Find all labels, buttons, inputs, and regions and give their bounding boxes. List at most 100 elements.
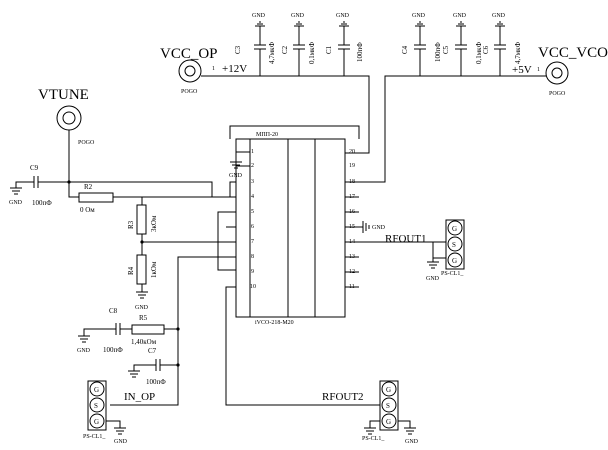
plus5v-rail <box>345 75 546 183</box>
vcc-vco-pin-number: 1 <box>537 67 540 73</box>
pin1-2-gnd: GND <box>229 173 243 179</box>
rfout2-gnd: GND <box>405 439 419 445</box>
pin-left-4: 4 <box>251 194 254 200</box>
plus5v-label: +5V <box>512 64 532 76</box>
r2-resistor <box>78 192 114 203</box>
pin-left-1: 1 <box>251 149 254 155</box>
in-op-g-top: G <box>94 386 99 394</box>
plus12v-label: +12V <box>222 63 247 75</box>
pin-left-8: 8 <box>251 254 254 260</box>
in-op-s: S <box>94 402 98 410</box>
c9-gnd: GND <box>9 200 23 206</box>
rfout2-g-bottom: G <box>386 418 391 426</box>
c9-value: 100пФ <box>32 199 52 207</box>
vcc-op-label: VCC_OP <box>160 46 218 62</box>
rfout2-label: RFOUT2 <box>322 391 364 403</box>
c1-capacitor <box>338 26 350 76</box>
pin1-2-gnd-symbol <box>230 161 242 169</box>
c3-value: 4,7мкФ <box>268 41 276 64</box>
pin-left-10: 10 <box>250 284 256 290</box>
in-op-gnd: GND <box>114 439 128 445</box>
pin-right-20: 20 <box>349 149 355 155</box>
c6-ref: C6 <box>482 45 490 54</box>
c7-value: 100пФ <box>146 378 166 386</box>
c9-capacitor <box>15 176 69 188</box>
c1-value: 100пФ <box>356 42 364 62</box>
pin-left-6: 6 <box>251 224 254 230</box>
rfout1-gnd: GND <box>426 276 440 282</box>
vtune-wire <box>68 130 79 198</box>
pin-left-7: 7 <box>251 239 254 245</box>
pin5-wire <box>217 211 236 271</box>
c5-capacitor <box>455 26 467 76</box>
r2-to-pin3-wire <box>113 181 236 198</box>
c3-gnd: GND <box>252 13 266 19</box>
in-op-connector <box>87 380 107 431</box>
r5-ref: R5 <box>139 314 148 322</box>
ic-part-label: iVCO-218-M20 <box>255 320 294 326</box>
pin-left-2: 2 <box>251 163 254 169</box>
pin1-2-gnd-wire <box>235 151 250 167</box>
r5-resistor <box>131 324 165 335</box>
r4-ref: R4 <box>127 266 135 275</box>
c9-ref: C9 <box>30 164 39 172</box>
r2-ref: R2 <box>84 183 93 191</box>
c2-ref: C2 <box>281 45 289 54</box>
c5-gnd: GND <box>453 13 467 19</box>
c8-value: 100пФ <box>103 346 123 354</box>
right-pin-stubs <box>345 196 359 288</box>
c6-gnd: GND <box>492 13 506 19</box>
pin-left-9: 9 <box>251 269 254 275</box>
vcc-op-pogo-label: POGO <box>181 89 198 95</box>
rfout1-gnd-wire <box>432 242 446 259</box>
vcc-vco-label: VCC_VCO <box>538 45 608 61</box>
rfout1-g-top: G <box>452 225 457 233</box>
rfout2-connector <box>379 380 399 431</box>
c4-gnd: GND <box>412 13 426 19</box>
c2-gnd: GND <box>291 13 305 19</box>
c7-capacitor <box>133 359 178 371</box>
pin-right-19: 19 <box>349 163 355 169</box>
r4-value: 1кОм <box>150 261 158 278</box>
c4-ref: C4 <box>401 45 409 54</box>
c6-capacitor <box>494 26 506 76</box>
r4-resistor <box>136 254 147 285</box>
c1-ref: C1 <box>325 45 333 54</box>
rfout1-s: S <box>452 241 456 249</box>
ic-body-ivco <box>235 138 346 318</box>
c3-capacitor <box>254 26 266 76</box>
vcc-vco-connector <box>545 61 569 85</box>
c8-ref: C8 <box>109 307 118 315</box>
rfout2-g-top: G <box>386 386 391 394</box>
r5-value: 1,40кОм <box>131 338 157 346</box>
c8-gnd: GND <box>77 348 91 354</box>
tune-line <box>69 181 213 197</box>
rfout1-g-bottom: G <box>452 257 457 265</box>
vcc-op-pin-number: 1 <box>212 66 215 72</box>
pin15-gnd: GND <box>372 225 386 231</box>
r3-ref: R3 <box>127 220 135 229</box>
rfout1-label: RFOUT1 <box>385 233 427 245</box>
in-op-label: IN_OP <box>124 391 155 403</box>
rfout2-s: S <box>386 402 390 410</box>
in-op-part: PS-CL1_ <box>83 434 106 440</box>
vcc-vco-pogo-label: POGO <box>549 91 566 97</box>
vcc-op-connector <box>178 59 202 83</box>
vtune-label: VTUNE <box>38 87 89 103</box>
plus12v-rail <box>201 75 370 154</box>
ic-dividers <box>249 139 316 317</box>
r3-value: 3кОм <box>150 215 158 232</box>
vtune-connector <box>56 105 82 131</box>
c5-value: 0,1мкФ <box>475 41 483 64</box>
c2-capacitor <box>293 26 305 76</box>
ic-socket-label: МПП-20 <box>256 132 278 138</box>
c4-capacitor <box>414 26 426 76</box>
r4-gnd: GND <box>135 305 149 311</box>
pin-left-3: 3 <box>251 179 254 185</box>
rfout1-connector <box>445 219 465 270</box>
r3-resistor <box>136 204 147 235</box>
pin-right-18: 18 <box>349 179 355 185</box>
c8-capacitor <box>83 323 132 336</box>
c2-value: 0,1мкФ <box>308 41 316 64</box>
c4-value: 100пФ <box>434 42 442 62</box>
